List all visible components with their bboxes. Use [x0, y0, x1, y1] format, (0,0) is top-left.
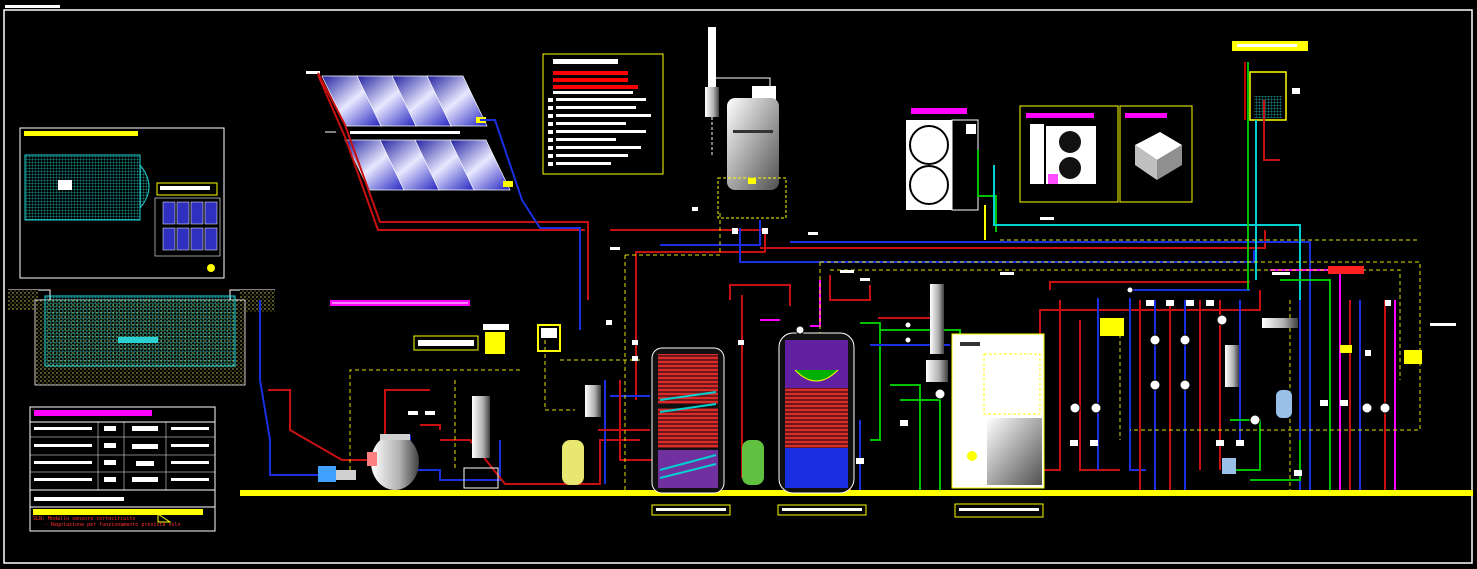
heat-pump-icon	[906, 108, 979, 211]
boiler-icon	[692, 27, 787, 219]
chimney-icon	[926, 284, 948, 382]
pool-plan-inset	[19, 127, 225, 279]
boiler-icon	[951, 333, 1045, 489]
controller-box	[483, 266, 1422, 417]
expansion-vessel-icon	[1276, 390, 1292, 418]
valve-icon	[606, 228, 1391, 476]
equipment-detail-panel	[1019, 105, 1193, 203]
bottom-labels	[651, 503, 1044, 518]
drawing-border	[3, 9, 1473, 564]
storage-tank-icon	[651, 347, 725, 494]
legend-note-line1: SLN: Modello sensore cortocircuito	[33, 516, 136, 522]
heat-exchanger-icon	[463, 396, 499, 489]
storage-tank-icon	[778, 332, 855, 494]
manifold-icon	[1225, 318, 1298, 387]
notes-panel	[542, 53, 664, 175]
circulator-pumps	[795, 286, 1391, 426]
expansion-vessel-icon	[742, 440, 764, 485]
tag-labels	[408, 217, 1456, 415]
solar-collector-icon	[306, 71, 513, 191]
pool-icon	[8, 289, 275, 386]
sand-filter-icon	[367, 434, 419, 490]
expansion-vessel-icon	[562, 440, 584, 485]
legend-note-line2: - Regolazione per funzionamento prevista…	[45, 522, 181, 528]
expansion-vessel-icon	[1244, 62, 1300, 121]
pump-icon	[318, 466, 356, 482]
floor-line	[240, 490, 1473, 496]
legend-table	[29, 406, 216, 532]
